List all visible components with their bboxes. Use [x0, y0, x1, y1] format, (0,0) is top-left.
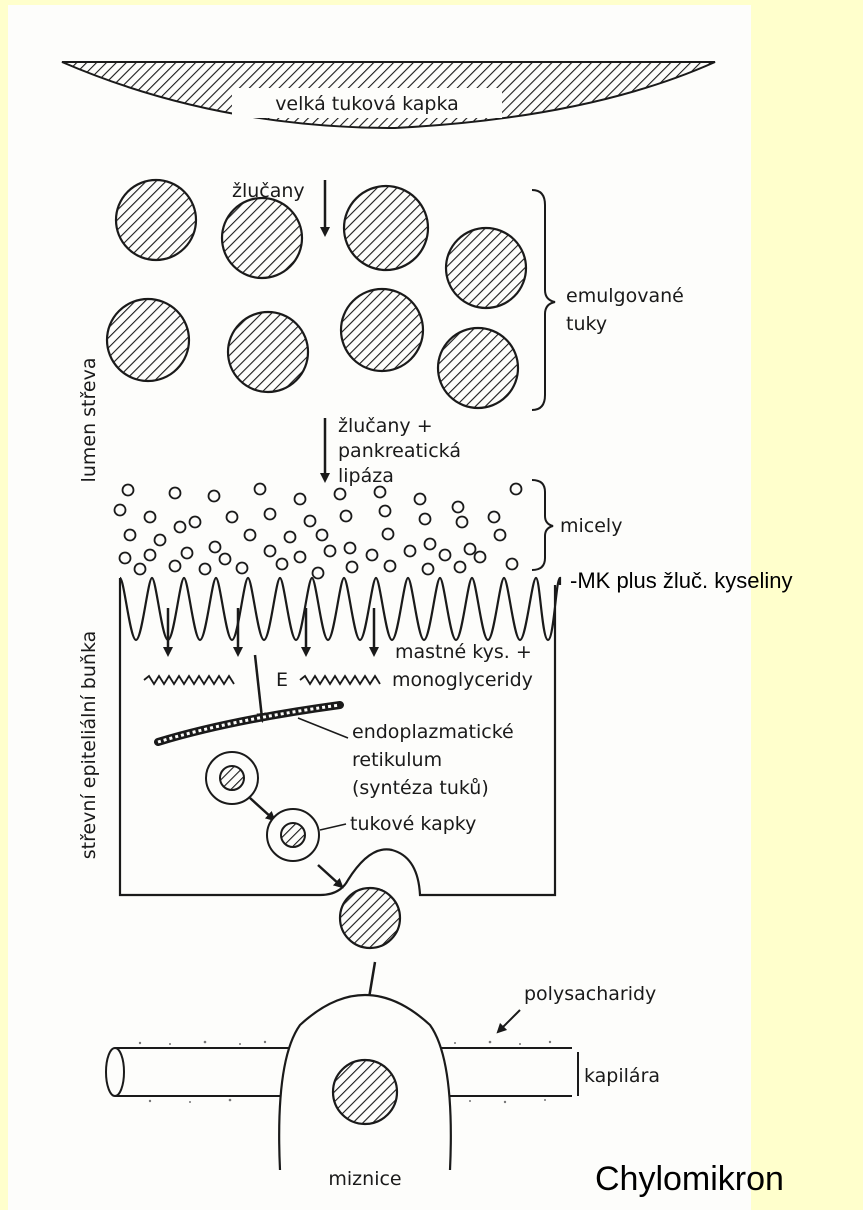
micelle	[123, 485, 134, 496]
micelle	[255, 484, 266, 495]
micelle	[345, 543, 356, 554]
er-label-line2: retikulum	[352, 749, 442, 771]
micelle	[190, 517, 201, 528]
micelle	[440, 550, 451, 561]
micelle	[335, 489, 346, 500]
step2-label-line1: žlučany +	[338, 415, 433, 437]
micelle	[385, 561, 396, 572]
micelle	[200, 564, 211, 575]
vesicle	[206, 752, 258, 804]
micelle	[125, 530, 136, 541]
chylomicron-in-lymph	[333, 1060, 397, 1124]
micelle	[420, 514, 431, 525]
micelle	[313, 568, 324, 579]
micelle	[145, 512, 156, 523]
step2-label-line2: pankreatická	[338, 440, 461, 462]
polysaccharides-label: polysacharidy	[524, 983, 656, 1005]
micelle	[245, 530, 256, 541]
micelle	[380, 506, 391, 517]
micelle	[237, 563, 248, 574]
micelle	[170, 488, 181, 499]
emulsion-droplet	[228, 312, 308, 392]
enzyme-marker: E	[276, 669, 288, 691]
micelle	[495, 530, 506, 541]
emulsion-droplet	[107, 299, 189, 381]
micelle	[425, 539, 436, 550]
micelle	[405, 546, 416, 557]
emulsion-droplet	[116, 180, 196, 260]
micelle	[145, 550, 156, 561]
er-label-line3: (syntéza tuků)	[352, 777, 489, 799]
micelles-label: micely	[560, 515, 622, 537]
capillary-end	[106, 1048, 124, 1096]
micelle	[295, 552, 306, 563]
micelle	[182, 548, 193, 559]
emulsion-droplet	[438, 328, 518, 408]
micelle	[209, 491, 220, 502]
micelle	[115, 505, 126, 516]
micelle	[475, 552, 486, 563]
emulsion-droplet	[446, 228, 526, 308]
chylomicron-caption: Chylomikron	[595, 1160, 784, 1199]
micelle	[227, 512, 238, 523]
fatty-acids-label-line1: mastné kys. +	[395, 641, 532, 663]
chylomicron-exiting	[340, 888, 400, 948]
vesicle	[267, 809, 319, 861]
emulsified-label-line1: emulgované	[566, 285, 684, 307]
micelle	[453, 502, 464, 513]
micelle	[375, 487, 386, 498]
fatty-acids-label-line2: monoglyceridy	[392, 669, 533, 691]
micelle	[325, 546, 336, 557]
micelle	[457, 517, 468, 528]
cell-label: střevní epiteliální buňka	[78, 631, 100, 860]
micelle	[465, 544, 476, 555]
micelle	[341, 511, 352, 522]
micelle	[285, 532, 296, 543]
lumen-label: lumen střeva	[78, 358, 100, 483]
micelle	[347, 562, 358, 573]
micelle	[175, 522, 186, 533]
fat-drop-label: velká tuková kapka	[275, 93, 459, 115]
micelle	[155, 535, 166, 546]
step2-label-line3: lipáza	[338, 465, 394, 487]
micelle	[120, 553, 131, 564]
micelle	[383, 529, 394, 540]
micelle	[489, 512, 500, 523]
micelle	[455, 562, 466, 573]
micelle	[507, 559, 518, 570]
emulsion-droplet	[344, 186, 428, 270]
emulsion-droplet	[222, 198, 302, 278]
micelle	[170, 561, 181, 572]
micelle	[511, 484, 522, 495]
emulsified-label-line2: tuky	[566, 313, 607, 335]
mk-annotation: -MK plus žluč. kyseliny	[570, 568, 863, 594]
er-label-line1: endoplazmatické	[352, 721, 514, 743]
micelle	[210, 542, 221, 553]
micelle	[265, 546, 276, 557]
emulsion-droplet	[341, 289, 423, 371]
micelle	[423, 564, 434, 575]
micelle	[367, 550, 378, 561]
micelle	[265, 509, 276, 520]
micelle	[277, 559, 288, 570]
micelle	[220, 554, 231, 565]
micelle	[135, 564, 146, 575]
micelle	[317, 530, 328, 541]
micelle	[295, 494, 306, 505]
micelle	[415, 494, 426, 505]
fat-droplets-label: tukové kapky	[350, 813, 476, 835]
micelle	[305, 516, 316, 527]
capillary-label: kapilára	[584, 1065, 660, 1087]
lymph-vessel-label: miznice	[328, 1168, 401, 1190]
